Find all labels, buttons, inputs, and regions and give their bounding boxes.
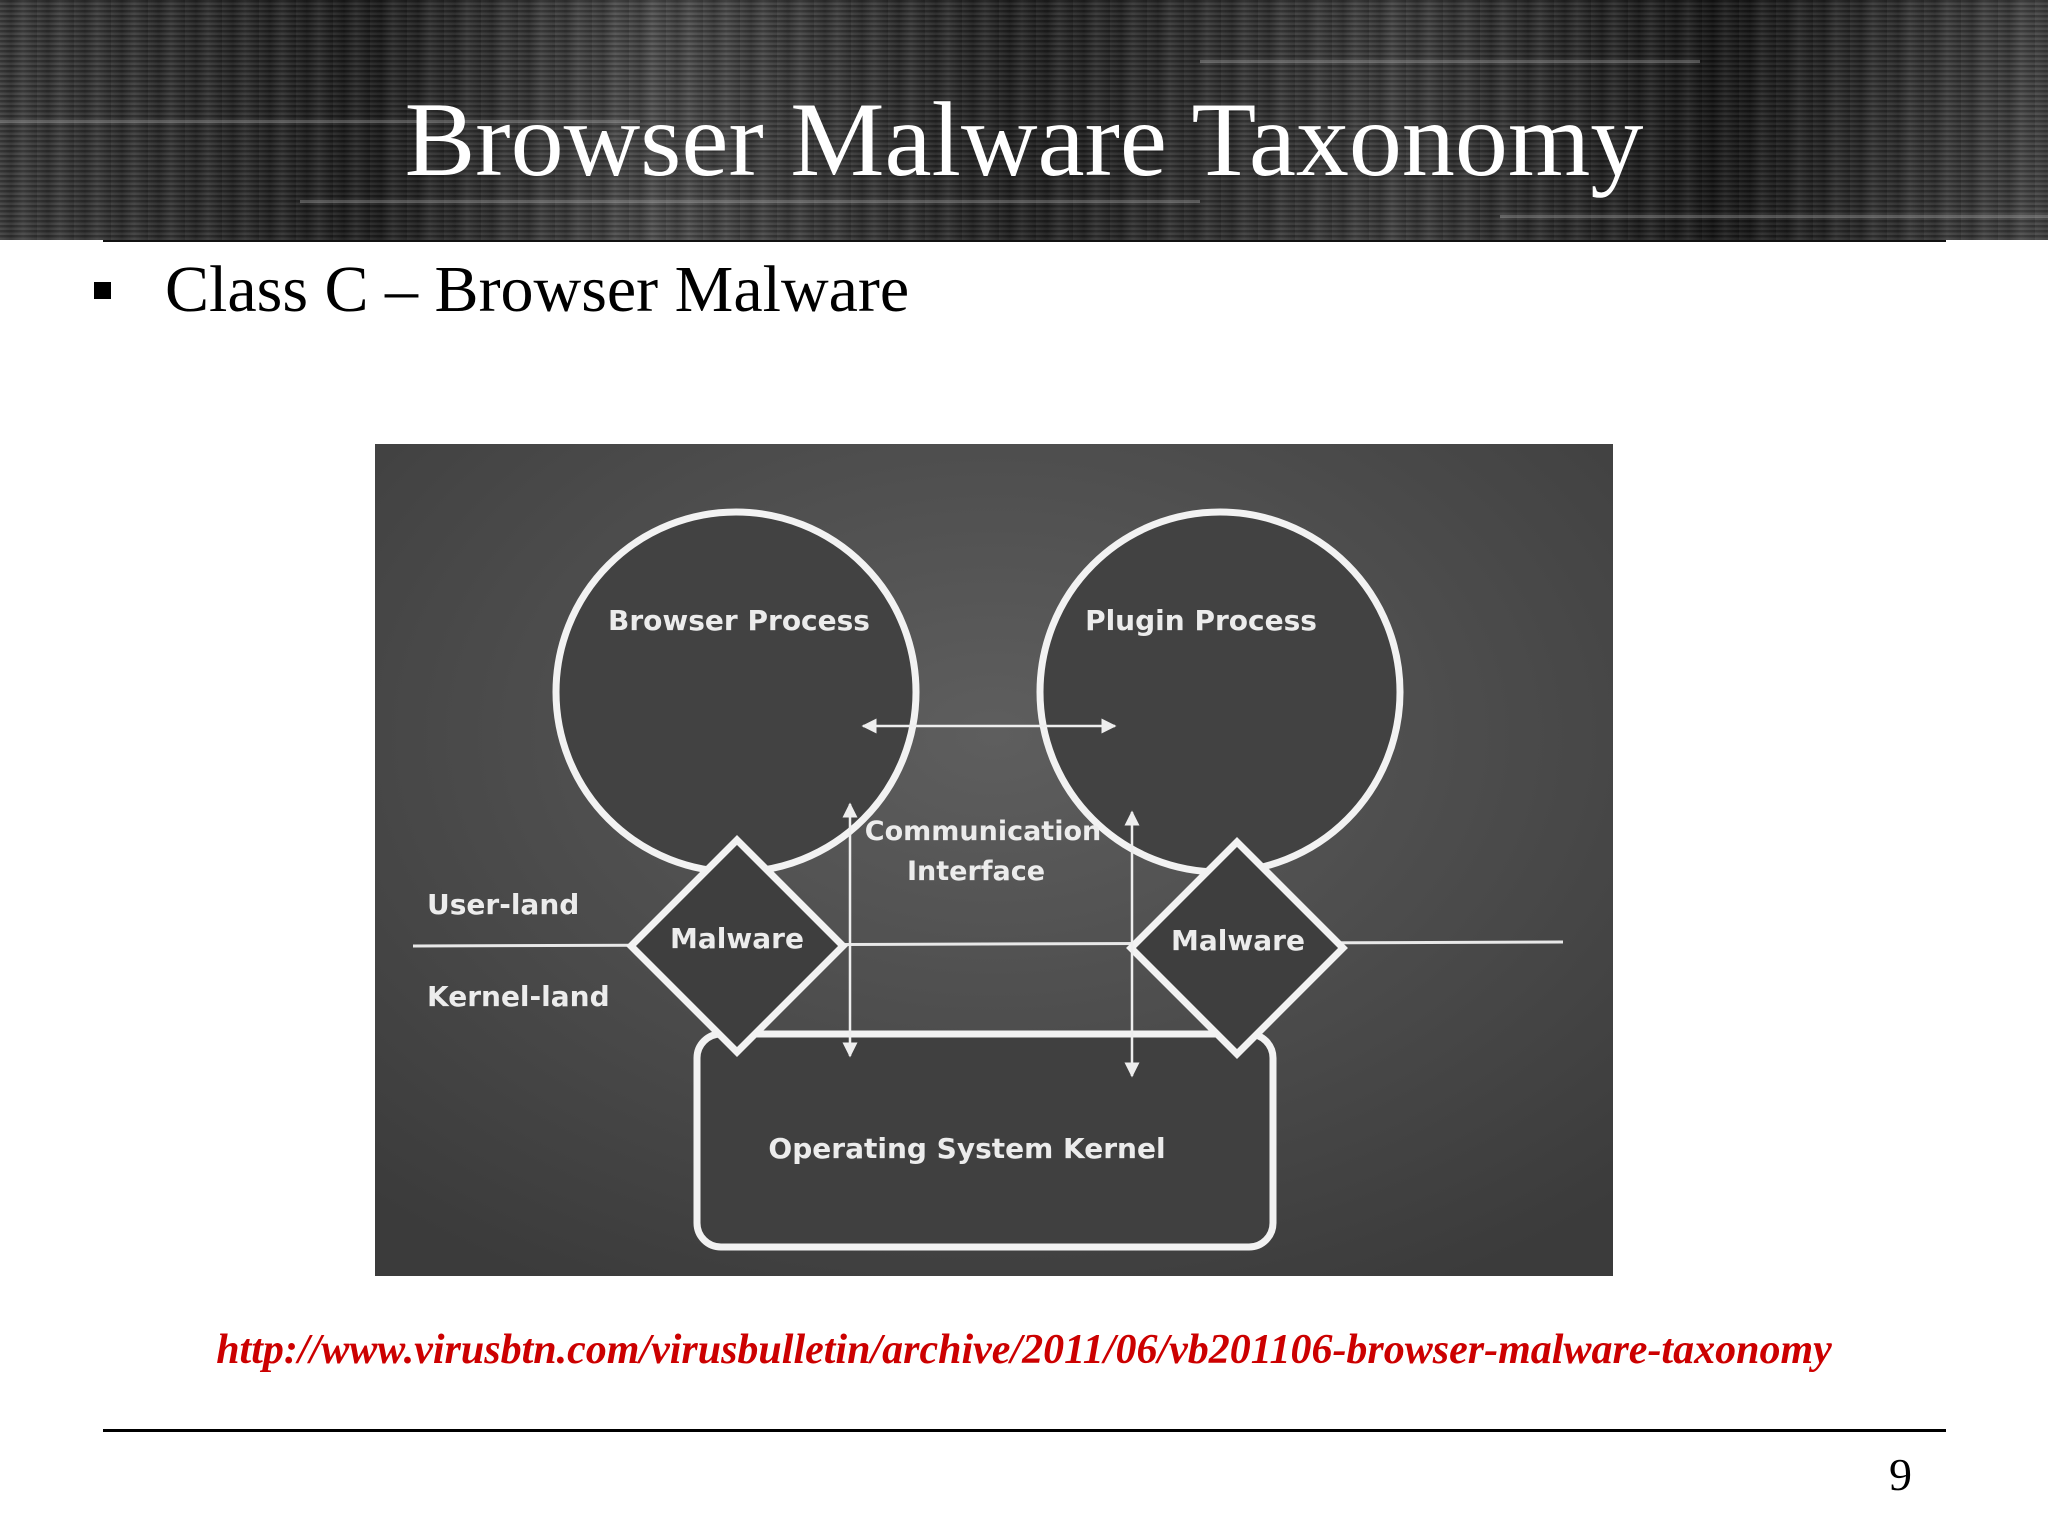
kernel-land-label: Kernel-land <box>427 980 610 1013</box>
source-link[interactable]: http://www.virusbtn.com/virusbulletin/ar… <box>216 1327 1832 1373</box>
browser-process-circle <box>552 508 920 876</box>
header-texture <box>0 120 640 123</box>
taxonomy-diagram-svg: Browser Process Plugin Process Communica… <box>375 444 1613 1276</box>
malware-diamond-right <box>1126 837 1348 1059</box>
browser-process-label: Browser Process <box>608 604 870 637</box>
bullet-square-icon <box>94 282 111 299</box>
malware-diamond-left <box>626 835 848 1057</box>
userland-kernel-boundary <box>412 940 1564 948</box>
header-texture <box>1500 215 2048 218</box>
bullet-text: Class C – Browser Malware <box>165 253 910 326</box>
page-number: 9 <box>1889 1449 1912 1500</box>
header-texture <box>300 200 1200 203</box>
os-kernel-label: Operating System Kernel <box>768 1132 1165 1165</box>
taxonomy-diagram: Browser Process Plugin Process Communica… <box>375 444 1613 1276</box>
malware-left-label: Malware <box>670 922 804 955</box>
user-land-label: User-land <box>427 888 579 921</box>
title-divider <box>103 240 1946 242</box>
malware-right-label: Malware <box>1171 924 1305 957</box>
header-texture <box>1200 60 1700 63</box>
plugin-process-label: Plugin Process <box>1085 604 1317 637</box>
footer-divider <box>103 1429 1946 1432</box>
os-kernel-box <box>693 1030 1277 1251</box>
communication-interface-label-line1: Communication <box>865 816 1102 847</box>
header-banner <box>0 0 2048 240</box>
communication-interface-label-line2: Interface <box>907 856 1045 887</box>
slide-title: Browser Malware Taxonomy <box>404 81 1644 198</box>
